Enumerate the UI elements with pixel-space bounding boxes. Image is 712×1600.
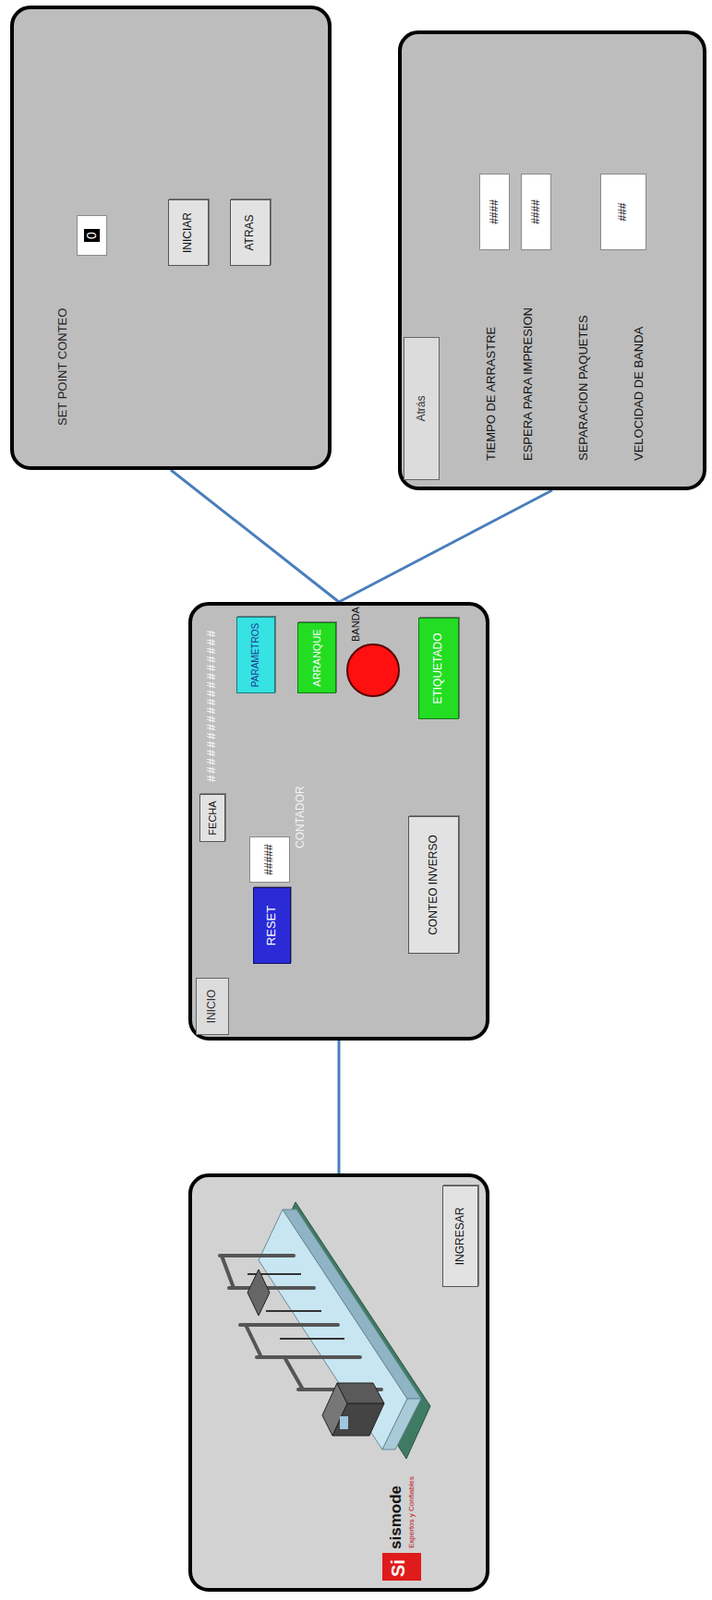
hmi-button: INICIAR [168,199,209,266]
hmi-screen: TIEMPO DE ARRASTRE ESPERA PARA IMPRESION S… [398,30,707,491]
button-label: PARAMETROS [250,623,262,688]
screen-tab: Atrás [403,337,440,481]
status-lamp: BANDA [346,643,400,698]
value-display: #### [520,173,552,251]
field-label: SEPARACION PAQUETES [577,314,592,461]
hmi-button: RESET [253,887,291,965]
setpoint-value: 0 [84,229,99,242]
field-label: VELOCIDAD DE BANDA [632,326,647,461]
button-label: RESET [265,905,279,946]
hmi-screen: Si sismodeExpertos y Confiables INGRESAR [188,1173,490,1593]
logo-letters: Si [387,1559,410,1578]
date-field: ################## [205,628,219,783]
value-display: ### [600,173,647,251]
hmi-screen: SET POINT CONTEO 0 INICIAR ATRAS [10,5,332,471]
logo-mark [382,1553,422,1581]
hmi-button: ETIQUETADO [418,617,459,720]
hmi-screen: ##################INICIOFECHARESET#####C… [188,602,490,1041]
value-display: #####CONTADOR [249,836,290,883]
hmi-button: PARAMETROS [236,616,276,694]
hmi-button: INGRESAR [442,1185,479,1288]
field-label: ESPERA PARA IMPRESION [521,307,536,461]
button-label: ETIQUETADO [432,632,446,704]
button-label: INICIAR [181,212,195,254]
logo-tagline: Expertos y Confiables [407,1476,416,1549]
screen-link [170,470,339,603]
field-label: TIEMPO DE ARRASTRE [484,326,499,461]
button-label: ATRAS [243,214,257,251]
logo-name: sismode [386,1485,406,1550]
display-label: CONTADOR [294,785,308,849]
value-display: #### [479,173,510,251]
button-label: INGRESAR [454,1207,468,1267]
hmi-button: CONTEO INVERSO [408,816,459,954]
button-label: CONTEO INVERSO [427,834,441,936]
button-label: FECHA [206,800,219,835]
button-label: Atrás [415,396,429,423]
hmi-button: ARRANQUE [297,622,337,694]
lamp-label: BANDA [349,606,363,642]
field-label: SET POINT CONTEO [56,308,71,426]
button-label: #### [488,199,502,225]
screen-link [338,490,553,603]
button-label: INICIO [205,989,219,1025]
value-display: 0 [76,215,108,256]
machine-3d [219,1202,431,1460]
screen-tab: INICIO [195,977,230,1036]
screen-link [337,1040,341,1174]
button-label: #### [530,199,544,225]
hmi-button: FECHA [199,794,226,843]
button-label: ARRANQUE [311,628,324,687]
button-label: ##### [263,844,277,875]
button-label: ### [616,202,630,221]
hmi-button: ATRAS [229,199,271,266]
